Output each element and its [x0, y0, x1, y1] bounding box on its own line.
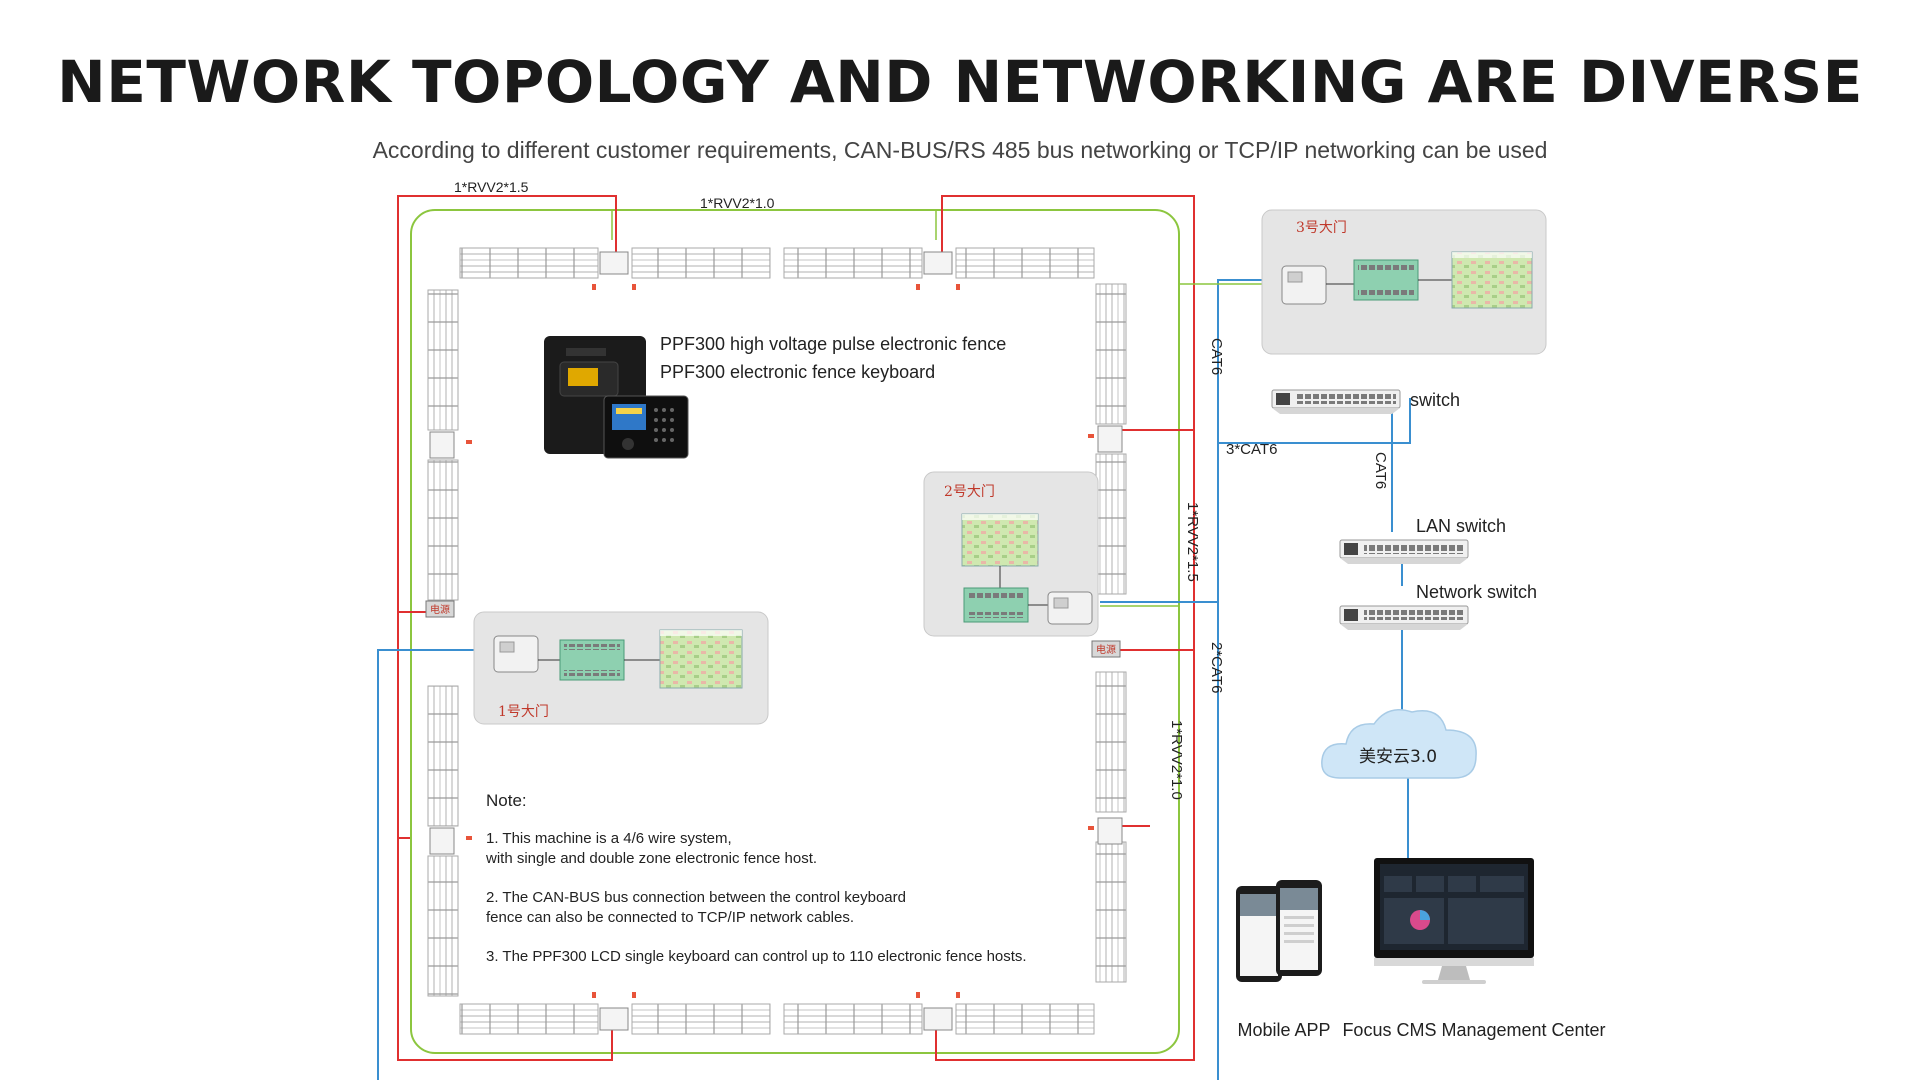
note-1a: 1. This machine is a 4/6 wire system, — [486, 830, 732, 847]
page-subtitle: According to different customer requirem… — [372, 137, 1548, 163]
insulator-markers — [466, 284, 1094, 998]
notes-block: Note: 1. This machine is a 4/6 wire syst… — [485, 791, 1027, 965]
gate-2-box: 2号大门 — [923, 471, 1099, 637]
power-box-left: 电源 — [425, 600, 455, 618]
power-label: 电源 — [1096, 643, 1116, 656]
fence-left — [427, 289, 459, 997]
page-title: NETWORK TOPOLOGY AND NETWORKING ARE DIVE… — [57, 48, 1863, 116]
gate-3-label: 3号大门 — [1296, 220, 1347, 236]
switch-device — [1271, 389, 1401, 414]
cloud-label: 美安云3.0 — [1359, 747, 1437, 767]
cable-label-cat6-switch: CAT6 — [1372, 452, 1389, 489]
product-title-keyboard: PPF300 electronic fence keyboard — [660, 362, 935, 382]
network-switch-label: Network switch — [1416, 582, 1537, 602]
cable-label-rvv10-right: 1*RVV2*1.0 — [1168, 720, 1185, 800]
note-3: 3. The PPF300 LCD single keyboard can co… — [486, 948, 1027, 965]
product-title-host: PPF300 high voltage pulse electronic fen… — [660, 334, 1006, 354]
gate-3-box: 3号大门 — [1261, 209, 1547, 355]
gate-1-label: 1号大门 — [498, 704, 549, 720]
cloud-icon — [1321, 709, 1477, 779]
fence-host-units — [429, 251, 1123, 1031]
mobile-app-label: Mobile APP — [1237, 1020, 1330, 1040]
cable-label-rvv15-top: 1*RVV2*1.5 — [454, 179, 529, 195]
note-heading: Note: — [486, 791, 527, 810]
fence-right — [1095, 283, 1127, 983]
green-signal-wires — [611, 210, 1262, 607]
switch-label: switch — [1410, 390, 1460, 410]
power-box-right: 电源 — [1091, 640, 1121, 658]
power-label: 电源 — [430, 603, 450, 616]
mobile-phones-icon — [1236, 880, 1322, 982]
cable-label-3cat6: 3*CAT6 — [1226, 441, 1277, 458]
network-switch-device — [1339, 605, 1469, 630]
gate-1-box: 1号大门 — [473, 611, 769, 725]
cms-monitor-icon — [1374, 858, 1534, 984]
cable-label-cat6-right: CAT6 — [1208, 338, 1225, 375]
ppf300-keyboard-device — [603, 395, 689, 459]
cable-label-rvv15-right: 1*RVV2*1.5 — [1184, 502, 1201, 582]
fence-bottom — [459, 1003, 1095, 1035]
cable-label-2cat6: 2*CAT6 — [1208, 642, 1225, 693]
note-2b: fence can also be connected to TCP/IP ne… — [486, 909, 854, 926]
lan-switch-device — [1339, 539, 1469, 564]
cable-label-rvv10-top: 1*RVV2*1.0 — [700, 195, 775, 211]
green-perimeter-wire — [410, 209, 1180, 1054]
fence-top — [459, 247, 1095, 279]
gate-2-label: 2号大门 — [944, 484, 995, 500]
cms-label: Focus CMS Management Center — [1342, 1020, 1605, 1040]
note-2a: 2. The CAN-BUS bus connection between th… — [486, 889, 906, 906]
note-1b: with single and double zone electronic f… — [485, 850, 817, 867]
lan-switch-label: LAN switch — [1416, 516, 1506, 536]
